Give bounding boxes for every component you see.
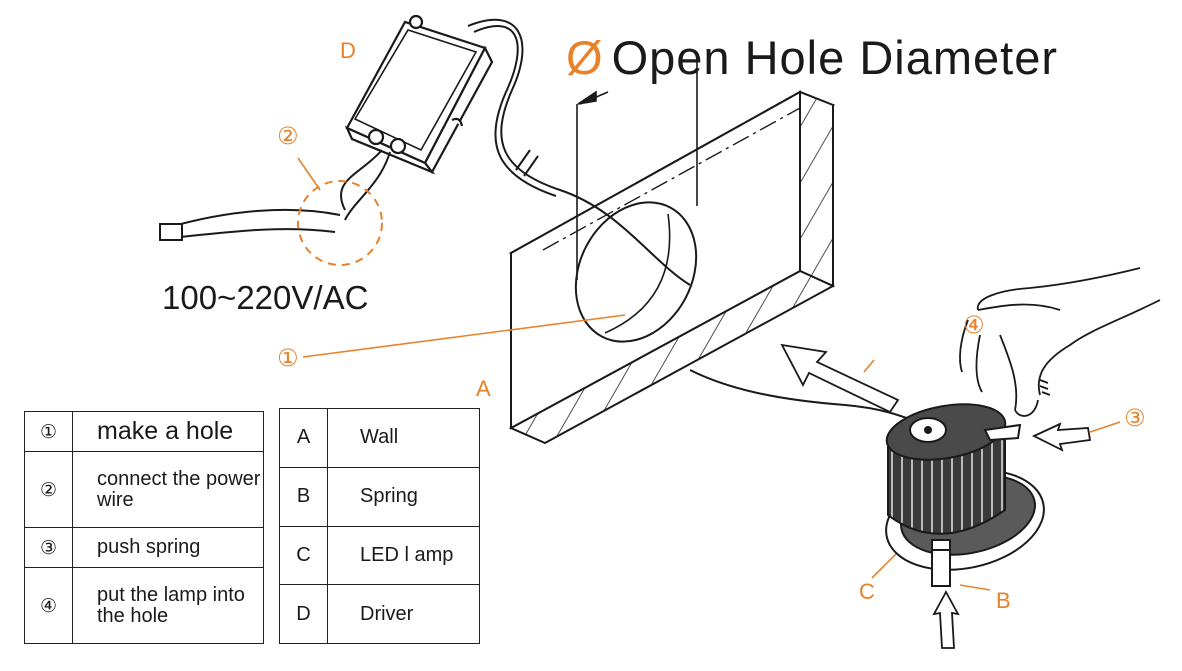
step-text: put the lamp into the hole (72, 567, 264, 644)
parts-table: A Wall B Spring C LED l amp D Driver (279, 408, 480, 644)
part-key: C (279, 525, 328, 586)
push-arrows (932, 422, 1092, 649)
callout-step3: ③ (1124, 404, 1146, 432)
diameter-dimension (576, 58, 698, 280)
callout-step4: ④ (963, 311, 985, 339)
part-name: Spring (327, 466, 480, 527)
step-text: push spring (72, 526, 264, 569)
part-row: B Spring (279, 466, 480, 527)
step-row: ④ put the lamp into the hole (24, 567, 264, 644)
power-cables (159, 18, 926, 426)
part-key: A (279, 408, 328, 468)
insert-arrow (780, 343, 900, 414)
part-name: Driver (327, 584, 480, 644)
driver-box (344, 14, 494, 175)
callout-wall: A (476, 376, 491, 401)
part-key: D (279, 584, 328, 644)
part-name: LED l amp (327, 525, 480, 586)
led-lamp (885, 403, 1045, 587)
wire-connection-circle (297, 180, 383, 266)
hand (959, 267, 1161, 417)
step-row: ② connect the power wire (24, 451, 264, 528)
open-hole (574, 201, 698, 343)
voltage-label: 100~220V/AC (162, 279, 369, 316)
step-number: ④ (24, 567, 73, 644)
step-text: connect the power wire (72, 451, 264, 528)
step-number: ② (24, 451, 73, 528)
part-row: C LED l amp (279, 525, 480, 586)
step-row: ③ push spring (24, 526, 264, 569)
wall-block (508, 90, 836, 445)
part-key: B (279, 466, 328, 527)
step-text: make a hole (72, 410, 264, 453)
callout-step1: ① (277, 344, 299, 372)
step-number: ③ (24, 526, 73, 569)
step-row: ① make a hole (24, 410, 264, 453)
callout-led-lamp: C (859, 579, 875, 604)
step-number: ① (24, 410, 73, 453)
part-name: Wall (327, 408, 480, 468)
part-row: A Wall (279, 408, 480, 468)
title-text: Open Hole Diameter (611, 31, 1058, 84)
callout-spring: B (996, 588, 1011, 613)
callout-step2: ② (277, 122, 299, 150)
part-row: D Driver (279, 584, 480, 644)
steps-table: ① make a hole ② connect the power wire ③… (24, 410, 264, 644)
callout-driver: D (340, 38, 356, 63)
diameter-symbol: Ø (566, 31, 604, 84)
